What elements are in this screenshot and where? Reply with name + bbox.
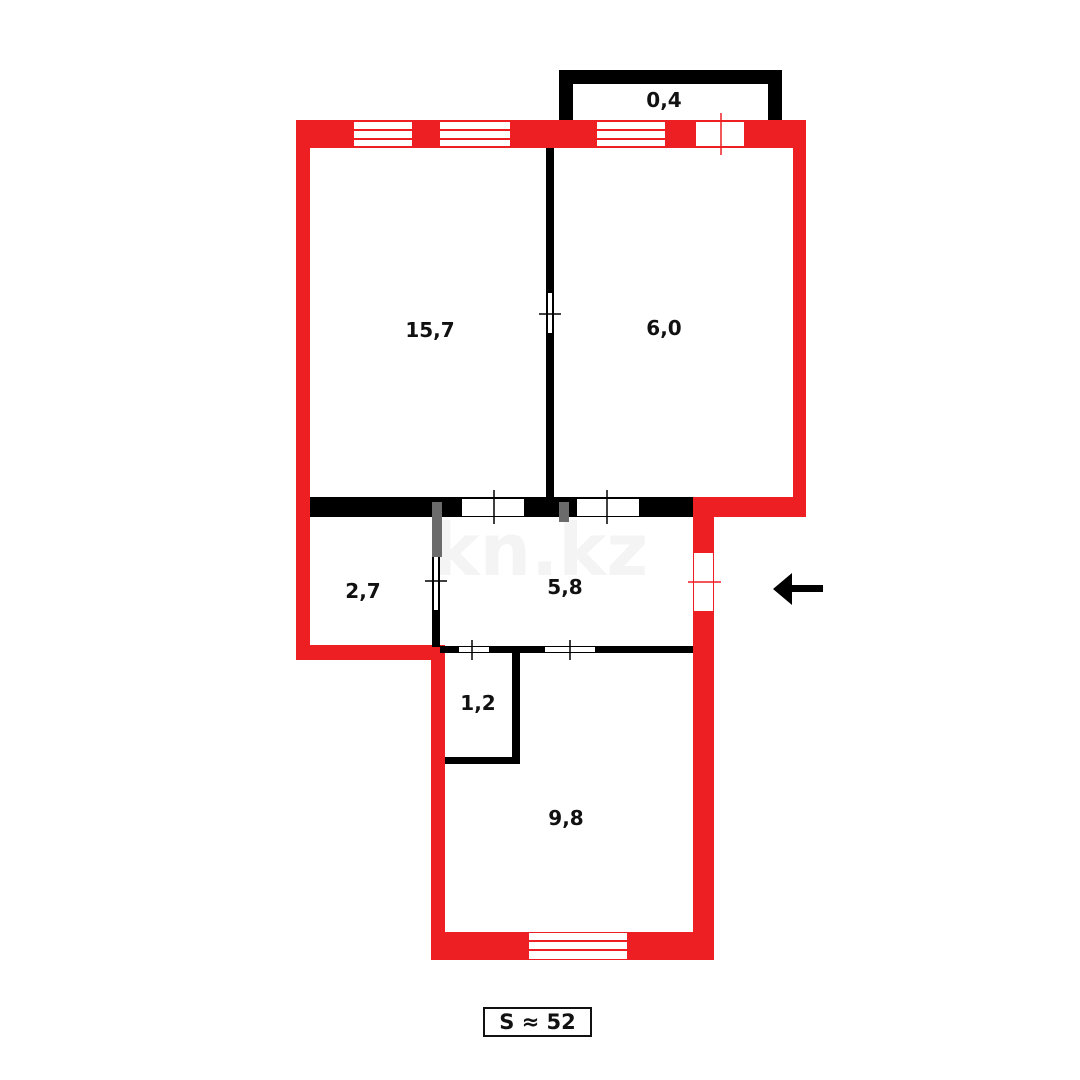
room-label: 15,7 (405, 318, 454, 342)
door-jamb (559, 502, 569, 522)
interior-doors (425, 293, 639, 660)
room-label: 2,7 (345, 579, 380, 603)
room-label: 1,2 (460, 691, 495, 715)
total-area-label: S ≈ 52 (483, 1007, 592, 1037)
interior-walls (310, 148, 693, 764)
window-bottom (529, 933, 627, 959)
arrow-left-icon (773, 573, 823, 605)
balcony-walls (559, 70, 782, 122)
entrance-door (688, 553, 721, 611)
room-label: 5,8 (547, 575, 582, 599)
door-jamb (432, 502, 442, 557)
windows-top (354, 113, 744, 155)
watermark: kn.kz (432, 508, 648, 592)
room-label: 0,4 (646, 88, 681, 112)
room-label: 9,8 (548, 806, 583, 830)
balcony-door (696, 113, 744, 155)
room-label: 6,0 (646, 316, 681, 340)
